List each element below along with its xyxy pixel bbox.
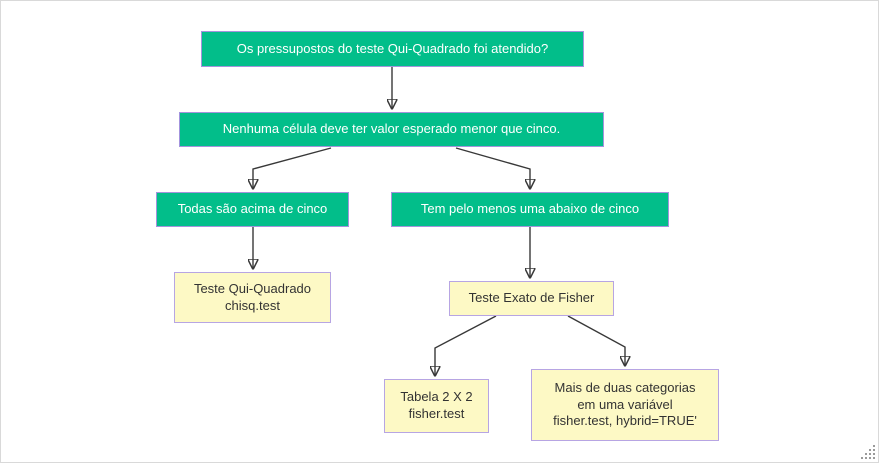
edge-fisher-table2x2 — [435, 315, 497, 375]
edge-rule-all-above — [253, 147, 332, 188]
edge-rule-one-below — [455, 147, 530, 188]
node-table-2x2: Tabela 2 X 2 fisher.test — [384, 379, 489, 433]
node-table-2x2-line1: Tabela 2 X 2 — [400, 389, 473, 405]
node-chi-square-line2: chisq.test — [225, 297, 280, 313]
node-fisher-test: Teste Exato de Fisher — [449, 281, 614, 316]
node-more-categories-line2: em uma variável — [577, 396, 673, 412]
edge-fisher-more-cat — [567, 315, 625, 365]
node-all-above: Todas são acima de cinco — [156, 192, 349, 227]
node-chi-square-line1: Teste Qui-Quadrado — [193, 280, 312, 296]
node-one-below-label: Tem pelo menos uma abaixo de cinco — [420, 201, 640, 217]
node-one-below: Tem pelo menos uma abaixo de cinco — [391, 192, 669, 227]
node-chi-square-test: Teste Qui-Quadrado chisq.test — [174, 272, 331, 323]
node-more-categories-line1: Mais de duas categorias — [554, 379, 696, 395]
node-question: Os pressupostos do teste Qui-Quadrado fo… — [201, 31, 584, 67]
resize-grip-icon[interactable] — [860, 444, 876, 460]
node-rule-label: Nenhuma célula deve ter valor esperado m… — [222, 121, 561, 137]
node-fisher-label: Teste Exato de Fisher — [468, 290, 595, 306]
node-more-categories: Mais de duas categorias em uma variável … — [531, 369, 719, 441]
node-rule: Nenhuma célula deve ter valor esperado m… — [179, 112, 604, 147]
node-all-above-label: Todas são acima de cinco — [177, 201, 328, 217]
node-table-2x2-line2: fisher.test — [408, 406, 465, 421]
node-more-categories-line3: fisher.test, hybrid=TRUE' — [553, 413, 697, 429]
node-question-label: Os pressupostos do teste Qui-Quadrado fo… — [236, 40, 549, 56]
